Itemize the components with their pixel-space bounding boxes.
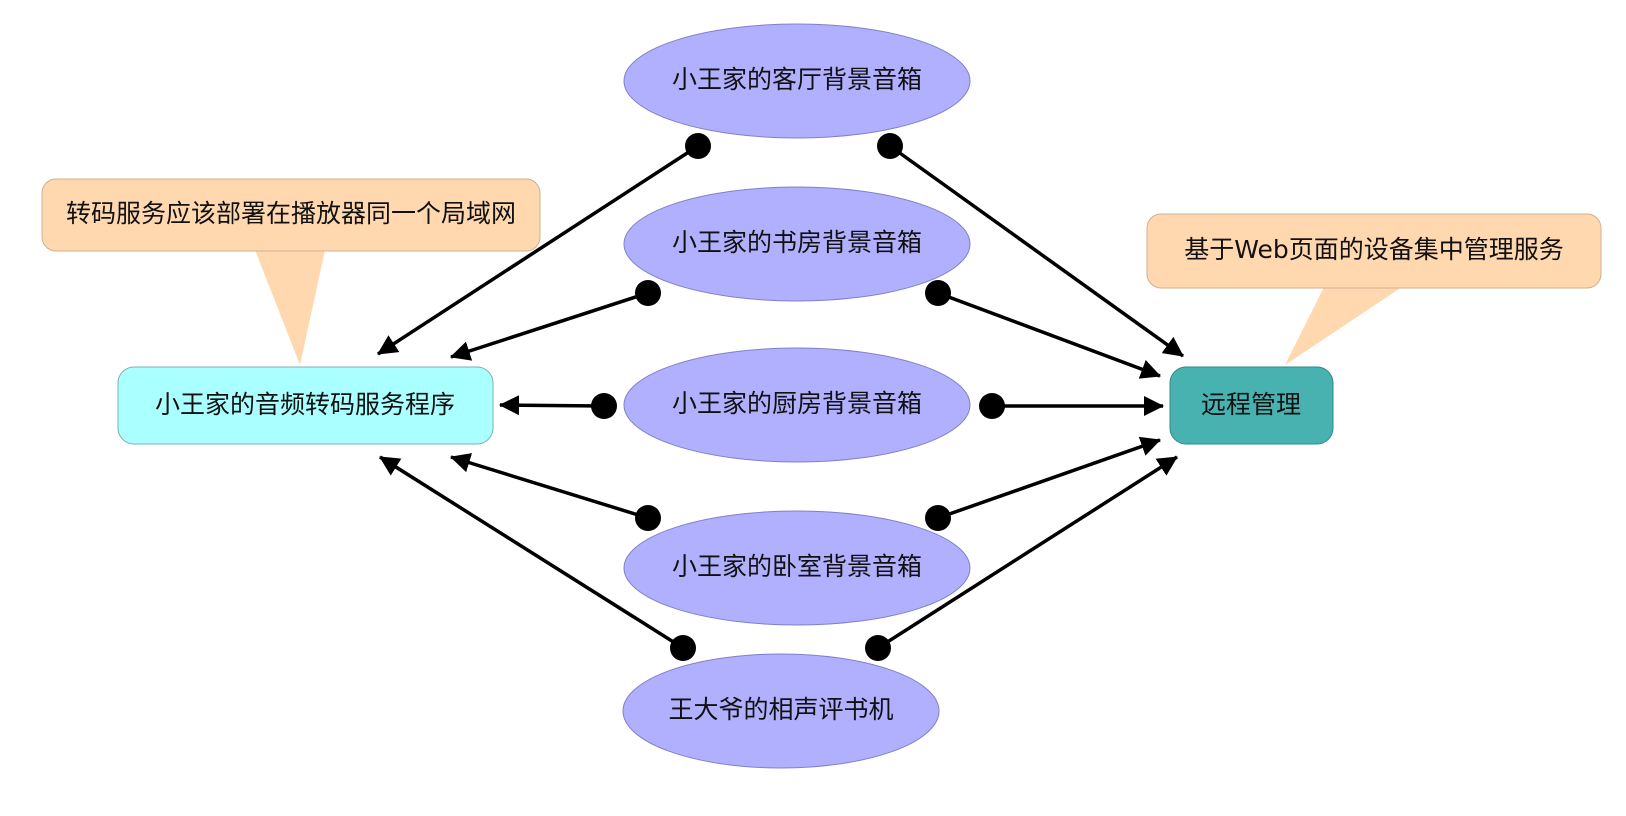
edge-living-to-management [888, 144, 1185, 358]
node-storyteller-radio[interactable]: 王大爷的相声评书机 [622, 653, 940, 769]
edge-living-to-transcode [377, 144, 699, 356]
edges [377, 144, 1185, 650]
storyteller-radio-label: 王大爷的相声评书机 [668, 695, 893, 724]
study-speaker-label: 小王家的书房背景音箱 [672, 228, 922, 257]
transcode-service-label: 小王家的音频转码服务程序 [155, 390, 455, 419]
bedroom-speaker-label: 小王家的卧室背景音箱 [672, 552, 922, 581]
dot-study-left [635, 280, 661, 306]
dot-bedroom-right [925, 505, 951, 531]
node-remote-management[interactable]: 远程管理 [1169, 366, 1334, 445]
remote-management-label: 远程管理 [1201, 390, 1301, 419]
kitchen-speaker-label: 小王家的厨房背景音箱 [672, 389, 922, 418]
living-room-speaker-label: 小王家的客厅背景音箱 [672, 65, 922, 94]
dot-kitchen-right [979, 393, 1005, 419]
edge-study-to-transcode [450, 291, 649, 361]
dot-living-left [685, 133, 711, 159]
transcode-callout: 转码服务应该部署在播放器同一个局域网 [41, 178, 541, 365]
edge-radio-to-transcode [379, 455, 684, 650]
dot-radio-right [865, 635, 891, 661]
dot-living-right [877, 133, 903, 159]
dot-bedroom-left [635, 505, 661, 531]
node-transcode-service[interactable]: 小王家的音频转码服务程序 [117, 366, 494, 445]
edge-radio-to-management [877, 455, 1178, 650]
edge-source-dots [591, 133, 1005, 661]
dot-kitchen-left [591, 393, 617, 419]
edge-bedroom-to-management [937, 436, 1161, 520]
management-callout-text: 基于Web页面的设备集中管理服务 [1184, 235, 1564, 264]
edge-bedroom-to-transcode [450, 453, 649, 520]
node-living-room-speaker[interactable]: 小王家的客厅背景音箱 [623, 23, 971, 139]
node-study-speaker[interactable]: 小王家的书房背景音箱 [623, 186, 971, 302]
node-bedroom-speaker[interactable]: 小王家的卧室背景音箱 [623, 510, 971, 626]
node-kitchen-speaker[interactable]: 小王家的厨房背景音箱 [623, 347, 971, 463]
edge-kitchen-to-transcode [499, 395, 605, 416]
transcode-callout-text: 转码服务应该部署在播放器同一个局域网 [66, 199, 516, 228]
dot-radio-left [670, 635, 696, 661]
edge-study-to-management [937, 291, 1161, 379]
management-callout: 基于Web页面的设备集中管理服务 [1146, 213, 1602, 365]
dot-study-right [925, 280, 951, 306]
